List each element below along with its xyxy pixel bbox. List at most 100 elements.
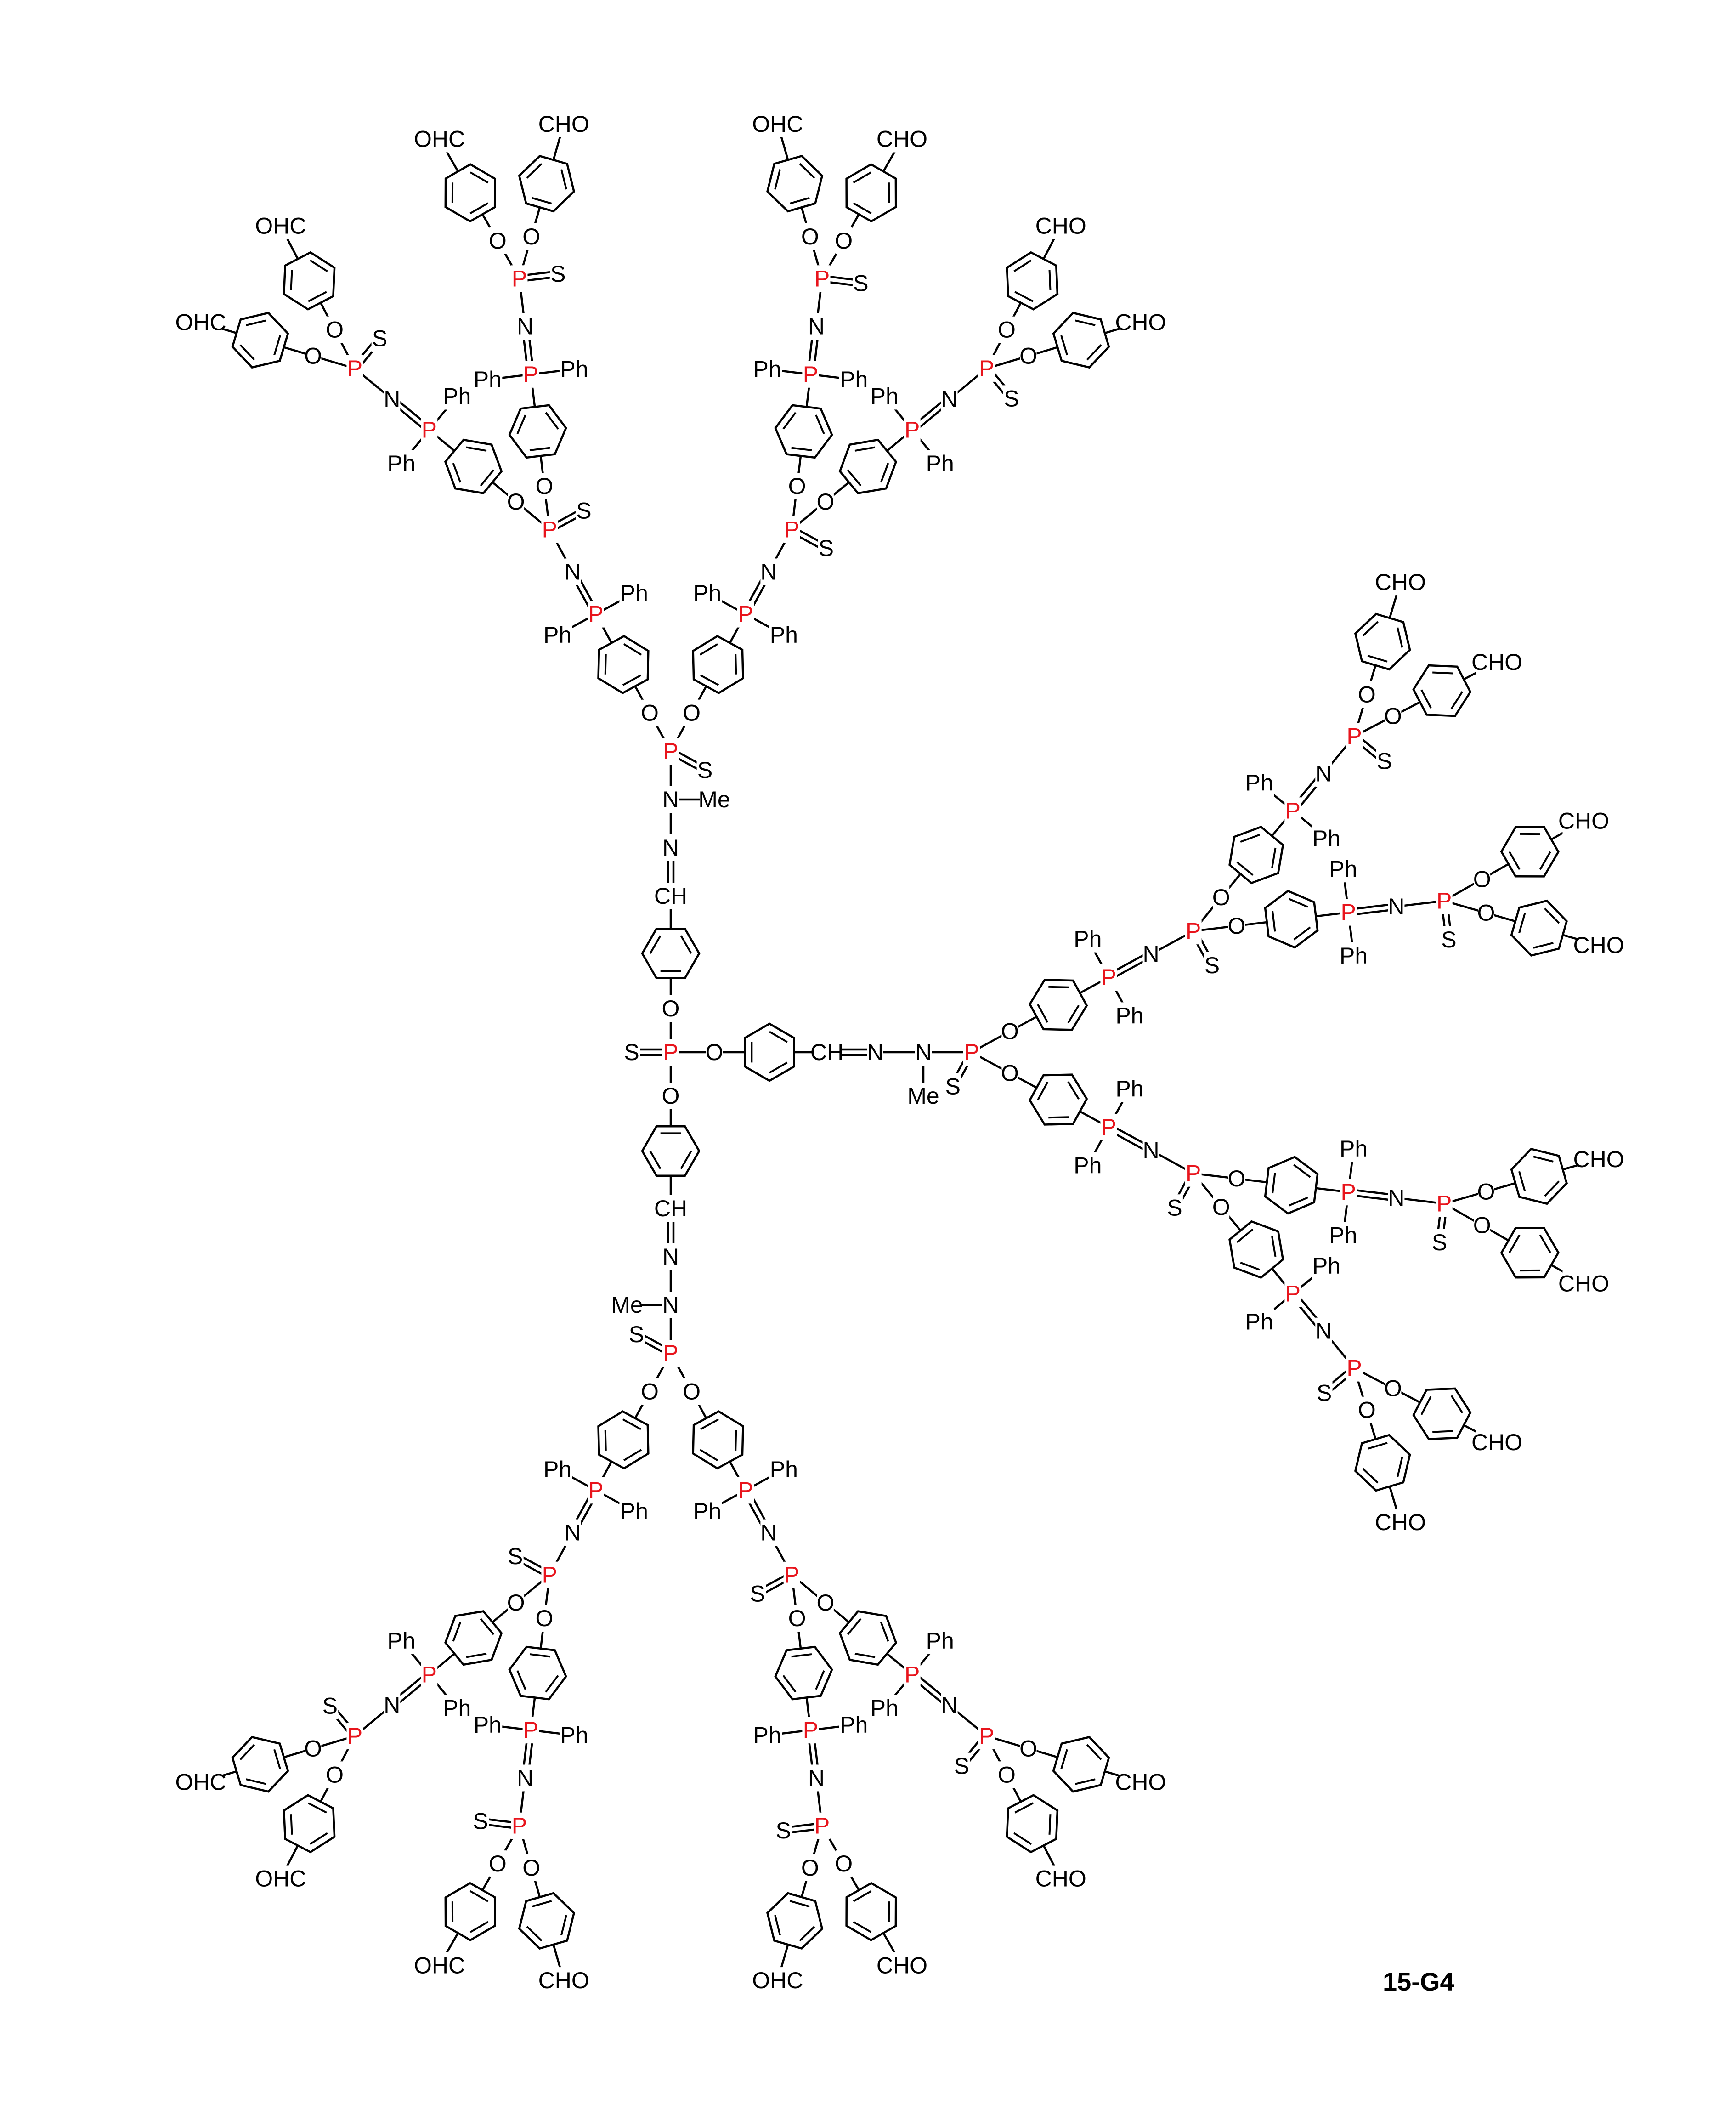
- nitrogen-label-1: N: [662, 834, 679, 861]
- oxygen-label-35: O: [998, 1761, 1016, 1788]
- phenyl-label-8: Ph: [692, 580, 722, 607]
- svg-text:O: O: [507, 1590, 525, 1616]
- svg-text:P: P: [784, 1562, 799, 1588]
- methyl-label-1: Me: [698, 786, 730, 813]
- benzene-ring: [444, 1882, 496, 1941]
- oxygen-label-31: O: [662, 1083, 680, 1109]
- phenyl-label-4: Ph: [386, 450, 416, 477]
- sulfur-label-21: S: [322, 1692, 339, 1719]
- aldehyde-label-18: CHO: [1035, 1865, 1086, 1892]
- svg-text:P: P: [803, 1717, 818, 1743]
- phenyl-label-5: Ph: [559, 356, 589, 383]
- sulfur-label-20: S: [472, 1808, 489, 1835]
- phosphorus-label-11: P: [814, 265, 831, 292]
- phenyl-label-1: Ph: [619, 580, 649, 607]
- svg-text:OHC: OHC: [414, 126, 465, 152]
- svg-text:O: O: [1228, 913, 1246, 939]
- benzene-ring: [1052, 1735, 1110, 1793]
- svg-text:P: P: [1436, 888, 1452, 913]
- nitrogen-label-3: N: [565, 558, 581, 585]
- svg-text:S: S: [697, 757, 712, 783]
- svg-text:Ph: Ph: [1312, 1253, 1340, 1279]
- phenyl-label-35: Ph: [386, 1628, 416, 1655]
- svg-text:O: O: [522, 1855, 540, 1881]
- benzene-ring: [518, 1892, 575, 1950]
- phosphorus-label-40: P: [662, 1039, 679, 1066]
- svg-text:N: N: [760, 559, 777, 584]
- phenyl-label-15: Ph: [1312, 825, 1341, 852]
- sulfur-label-11: S: [1440, 926, 1457, 953]
- benzene-ring: [1500, 826, 1560, 878]
- phenyl-label-10: Ph: [752, 356, 782, 383]
- oxygen-label-18: O: [1212, 884, 1230, 911]
- nitrogen-label-16: N: [1315, 1317, 1332, 1344]
- benzene-ring: [231, 312, 289, 369]
- svg-text:O: O: [662, 996, 680, 1021]
- oxygen-label-29: O: [1384, 1375, 1402, 1402]
- svg-text:O: O: [816, 1590, 834, 1616]
- oxygen-label-9: O: [683, 699, 701, 726]
- oxygen-label-16: O: [706, 1039, 723, 1066]
- svg-text:S: S: [853, 270, 868, 296]
- svg-text:O: O: [1001, 1061, 1019, 1086]
- svg-text:P: P: [512, 266, 527, 291]
- benzene-ring: [444, 438, 503, 494]
- svg-text:O: O: [662, 1083, 680, 1109]
- svg-text:Ph: Ph: [387, 1628, 415, 1654]
- nitrogen-label-14: N: [1142, 1137, 1159, 1164]
- svg-text:CHO: CHO: [1573, 1146, 1624, 1172]
- phosphorus-label-3: P: [541, 516, 558, 543]
- svg-text:Ph: Ph: [1245, 770, 1273, 796]
- phosphorus-label-25: P: [1284, 1280, 1301, 1307]
- phosphorus-label-24: P: [1436, 1190, 1453, 1217]
- sulfur-label-9: S: [1204, 952, 1221, 979]
- svg-text:Me: Me: [611, 1292, 643, 1318]
- svg-text:O: O: [641, 1378, 659, 1404]
- svg-text:S: S: [576, 498, 591, 524]
- phenyl-label-27: Ph: [870, 1695, 899, 1722]
- benzene-ring: [1029, 979, 1088, 1031]
- phenyl-label-22: Ph: [1339, 1135, 1368, 1163]
- svg-text:Ph: Ph: [1329, 1223, 1357, 1248]
- aldehyde-label-14: CHO: [1558, 1270, 1609, 1297]
- methine-label-3: CH: [654, 1195, 687, 1222]
- nitrogen-label-4: N: [384, 386, 400, 413]
- aldehyde-label-11: CHO: [1558, 807, 1609, 834]
- phenyl-label-29: Ph: [752, 1722, 782, 1749]
- oxygen-label-15: O: [1019, 342, 1037, 369]
- phosphorus-label-38: P: [421, 1661, 438, 1688]
- phosphorus-label-5: P: [346, 355, 363, 382]
- phosphorus-label-33: P: [814, 1812, 831, 1839]
- svg-text:P: P: [1436, 1191, 1452, 1217]
- sulfur-label-13: S: [1431, 1229, 1448, 1256]
- phenyl-label-6: Ph: [473, 366, 503, 393]
- svg-text:N: N: [662, 835, 679, 861]
- benzene-ring: [1510, 899, 1568, 957]
- svg-text:Ph: Ph: [1329, 856, 1357, 882]
- svg-text:P: P: [905, 417, 920, 443]
- svg-text:Ph: Ph: [474, 1712, 502, 1738]
- phosphorus-label-20: P: [1436, 887, 1453, 914]
- phenyl-label-3: Ph: [442, 383, 472, 410]
- svg-text:Ph: Ph: [1340, 943, 1368, 969]
- sulfur-label-1: S: [696, 756, 713, 783]
- svg-text:CH: CH: [654, 1196, 687, 1221]
- oxygen-label-19: O: [1358, 681, 1376, 708]
- svg-text:Ph: Ph: [543, 622, 571, 648]
- aldehyde-label-20: OHC: [752, 1967, 803, 1994]
- svg-text:O: O: [304, 343, 322, 369]
- svg-text:Ph: Ph: [871, 1696, 899, 1721]
- svg-text:S: S: [372, 325, 387, 351]
- oxygen-label-23: O: [1477, 899, 1495, 926]
- svg-text:OHC: OHC: [752, 1968, 803, 1993]
- svg-text:CHO: CHO: [876, 126, 927, 152]
- phenyl-label-26: Ph: [769, 1456, 799, 1483]
- benzene-ring: [1412, 664, 1472, 717]
- aldehyde-label-7: CHO: [1035, 212, 1086, 239]
- oxygen-label-14: O: [998, 316, 1016, 343]
- svg-text:P: P: [1341, 1179, 1356, 1205]
- aldehyde-label-8: CHO: [1115, 309, 1166, 336]
- benzene-ring: [744, 1022, 795, 1082]
- sulfur-label-3: S: [371, 325, 388, 352]
- svg-text:Ph: Ph: [753, 1723, 781, 1748]
